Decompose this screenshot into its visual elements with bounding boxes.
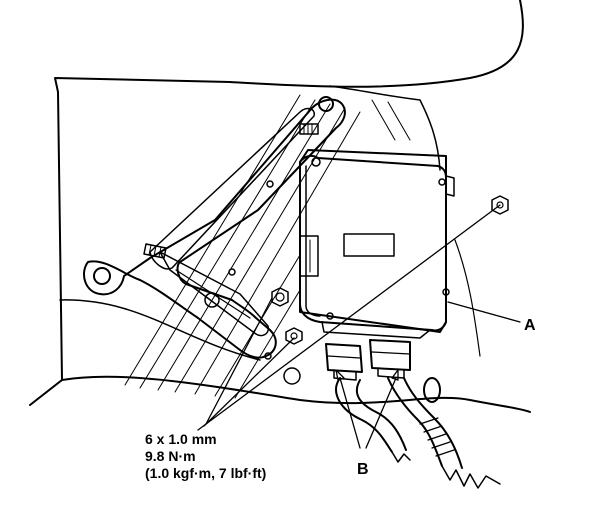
control-unit: [299, 149, 455, 339]
connectors: [325, 339, 411, 381]
stud-upper: [299, 123, 319, 135]
module-label-plate: [343, 233, 395, 257]
stud-lower: [143, 243, 167, 259]
mounting-bracket: [83, 96, 346, 385]
fastener-torque-alt: (1.0 kgf·m, 7 lbf·ft): [145, 465, 266, 481]
nut-lower: [285, 327, 303, 345]
nut-module-left: [271, 287, 289, 307]
callout-a: A: [524, 317, 536, 334]
leader-lines: [197, 204, 521, 449]
fastener-size: 6 x 1.0 mm: [145, 431, 217, 447]
labels: A B 6 x 1.0 mm 9.8 N·m (1.0 kgf·m, 7 lbf…: [145, 317, 536, 481]
mounting-nuts: [271, 195, 509, 345]
fastener-torque-nm: 9.8 N·m: [145, 448, 196, 464]
callout-b: B: [357, 461, 369, 478]
bracket-studs: [143, 123, 319, 259]
nut-right: [491, 195, 509, 215]
body-panel: [29, 0, 531, 413]
connector-left: [325, 343, 363, 381]
wire-harness: [335, 377, 501, 489]
connector-right: [369, 339, 411, 379]
